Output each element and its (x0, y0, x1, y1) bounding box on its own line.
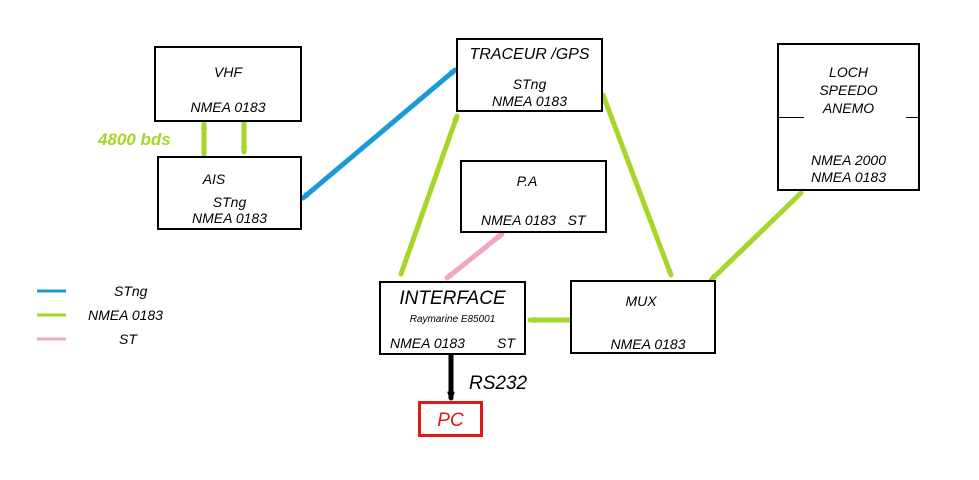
rs232-label: RS232 (469, 373, 528, 394)
loch-protocol-nmea0183: NMEA 0183 (811, 169, 886, 185)
traceur-protocol-nmea: NMEA 0183 (492, 93, 567, 109)
loch-title-line-2: SPEEDO (819, 82, 878, 98)
legend-label-st: ST (119, 331, 137, 347)
pa-title: P.A (516, 173, 538, 189)
mux-protocol: NMEA 0183 (610, 336, 686, 352)
ais-traceur-stng-link (300, 67, 458, 201)
traceur-protocol-stng: STng (512, 76, 547, 92)
traceur-to-mux-arrow (600, 92, 674, 278)
traceur-title: TRACEUR /GPS (469, 46, 590, 63)
interface-pa-st-link (444, 231, 505, 281)
interface-model: Raymarine E85001 (409, 314, 496, 325)
vhf-box: VHF NMEA 0183 (154, 46, 302, 122)
pc-title: PC (437, 410, 464, 431)
ais-protocol-nmea: NMEA 0183 (192, 210, 267, 226)
traceur-gps-box: TRACEUR /GPS STng NMEA 0183 (456, 38, 603, 112)
ais-title: AIS (202, 171, 226, 187)
interface-box: INTERFACE Raymarine E85001 NMEA 0183 ST (379, 281, 526, 355)
loch-protocol-nmea2000: NMEA 2000 (811, 152, 886, 168)
vhf-title: VHF (214, 64, 242, 80)
loch-title-line-1: LOCH (829, 64, 868, 80)
interface-protocol-st: ST (497, 335, 515, 351)
loch-to-mux-arrow (708, 190, 804, 283)
loch-title-line-3: ANEMO (822, 100, 875, 116)
legend-label-stng: STng (114, 283, 148, 299)
pc-box: PC (418, 401, 483, 437)
pa-protocols: NMEA 0183 ST (481, 212, 586, 228)
interface-title: INTERFACE (399, 288, 506, 309)
loch-divider-left (779, 117, 804, 118)
loch-speedo-anemo-box: LOCH SPEEDO ANEMO NMEA 2000 NMEA 0183 (777, 43, 920, 191)
mux-title: MUX (625, 293, 657, 309)
legend-label-nmea0183: NMEA 0183 (88, 307, 163, 323)
loch-divider-right (906, 117, 918, 118)
interface-protocol-nmea: NMEA 0183 (390, 335, 465, 351)
mux-box: MUX NMEA 0183 (570, 280, 716, 354)
pa-box: P.A NMEA 0183 ST (460, 160, 607, 233)
vhf-protocol: NMEA 0183 (190, 99, 266, 115)
ais-box: AIS STng NMEA 0183 (157, 156, 302, 230)
interface-to-traceur-arrow (398, 113, 460, 277)
baud-rate-label: 4800 bds (98, 130, 171, 149)
ais-protocol-stng: STng (212, 194, 247, 210)
